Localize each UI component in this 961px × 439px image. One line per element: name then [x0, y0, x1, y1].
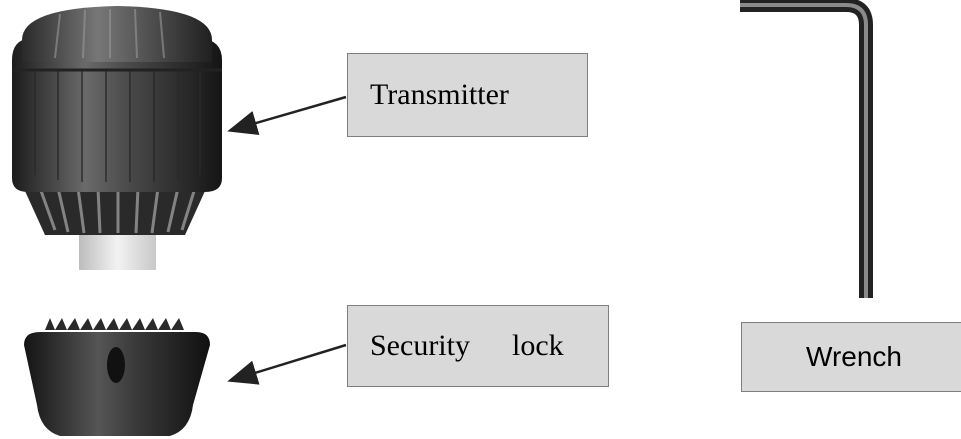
lock-label-word: lock	[511, 329, 564, 362]
wrench-image	[740, 0, 873, 298]
security-label-word: Security	[370, 329, 470, 362]
transmitter-arrow	[227, 95, 347, 136]
wrench-label-box: Wrench	[741, 322, 961, 392]
security-lock-arrow	[227, 343, 347, 385]
security-lock-image	[24, 318, 210, 436]
security-lock-label-box: Security lock	[347, 305, 609, 387]
transmitter-label-box: Transmitter	[347, 53, 588, 137]
transmitter-label: Transmitter	[370, 78, 509, 111]
wrench-label: Wrench	[806, 341, 902, 372]
transmitter-image	[12, 6, 222, 270]
